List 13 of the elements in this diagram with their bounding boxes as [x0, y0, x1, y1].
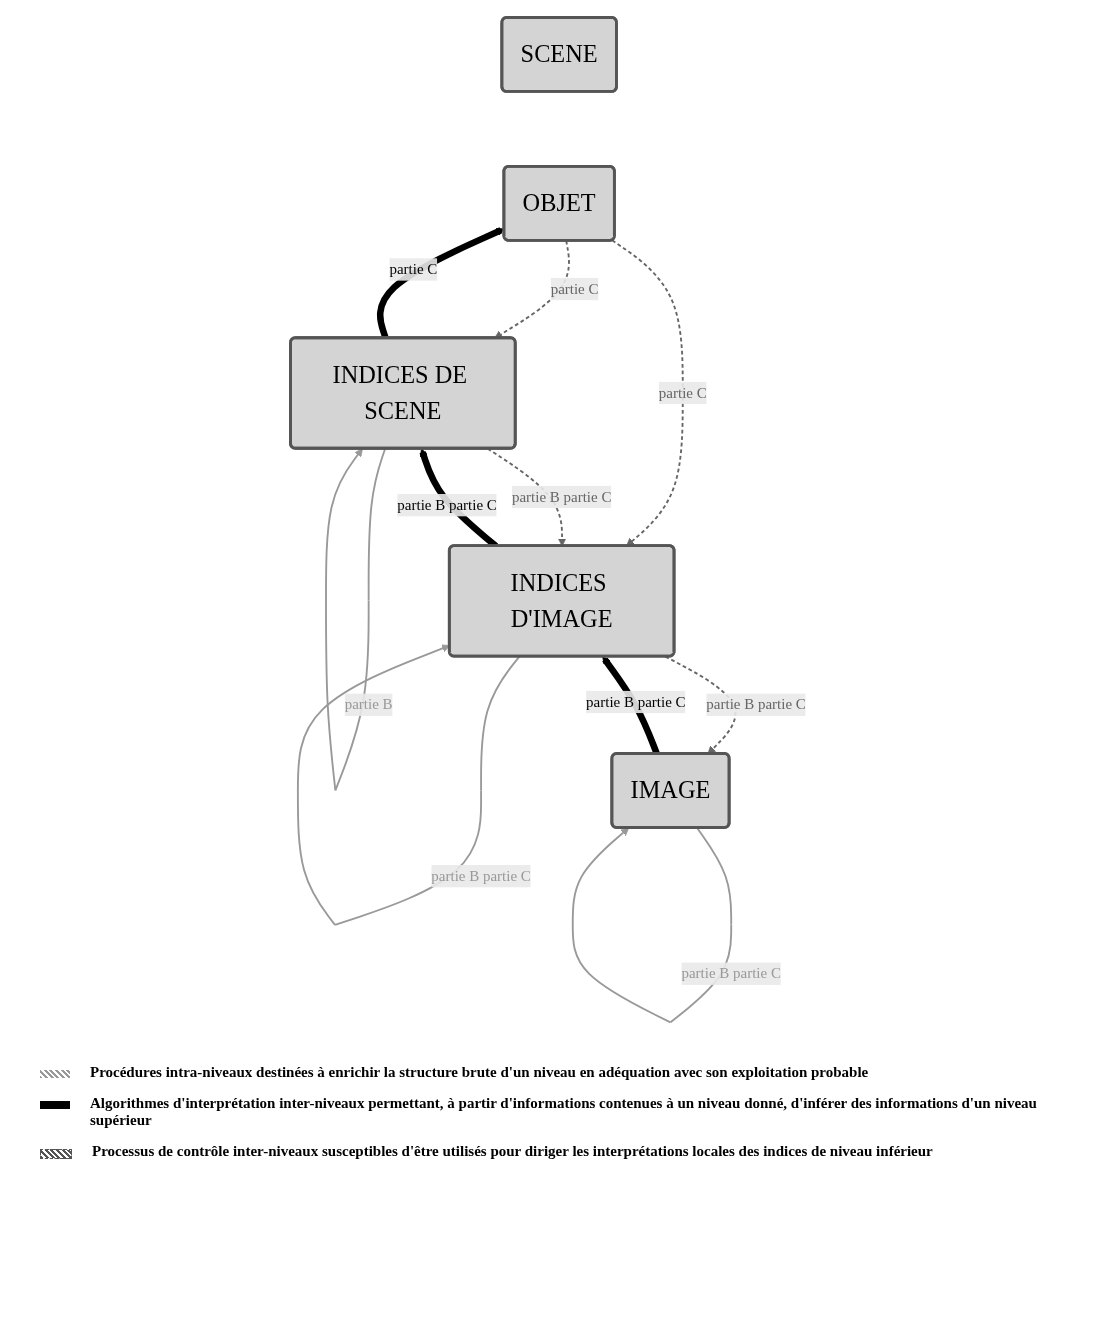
edge-label: partie B partie C: [706, 696, 806, 713]
edge-label: partie C: [550, 280, 599, 297]
edge-label: partie B partie C: [397, 496, 497, 513]
edge-label: partie B partie C: [511, 488, 612, 505]
edge-label: partie B partie C: [431, 867, 531, 884]
edge-label: partie B partie C: [681, 965, 781, 982]
legend-text: Procédures intra-niveaux destinées à enrichir la structure brute d'un niveau en adéquation avec son exploitation probable: [90, 1064, 869, 1081]
edge-label: partie C: [389, 261, 438, 277]
edge-label: partie C: [658, 384, 707, 401]
legend-text: Algorithmes d'interprétation inter-niveaux permettant, à partir d'informations contenues à un niveau donné, d'inférer des informations d'un niveau supérieur: [90, 1095, 1038, 1129]
edge-label: partie B: [344, 696, 393, 713]
edge-label: partie B partie C: [585, 693, 686, 710]
legend-text: Processus de contrôle inter-niveaux susceptibles d'être utilisés pour diriger les interprétations locales des indices de niveau inférieur: [92, 1143, 933, 1160]
